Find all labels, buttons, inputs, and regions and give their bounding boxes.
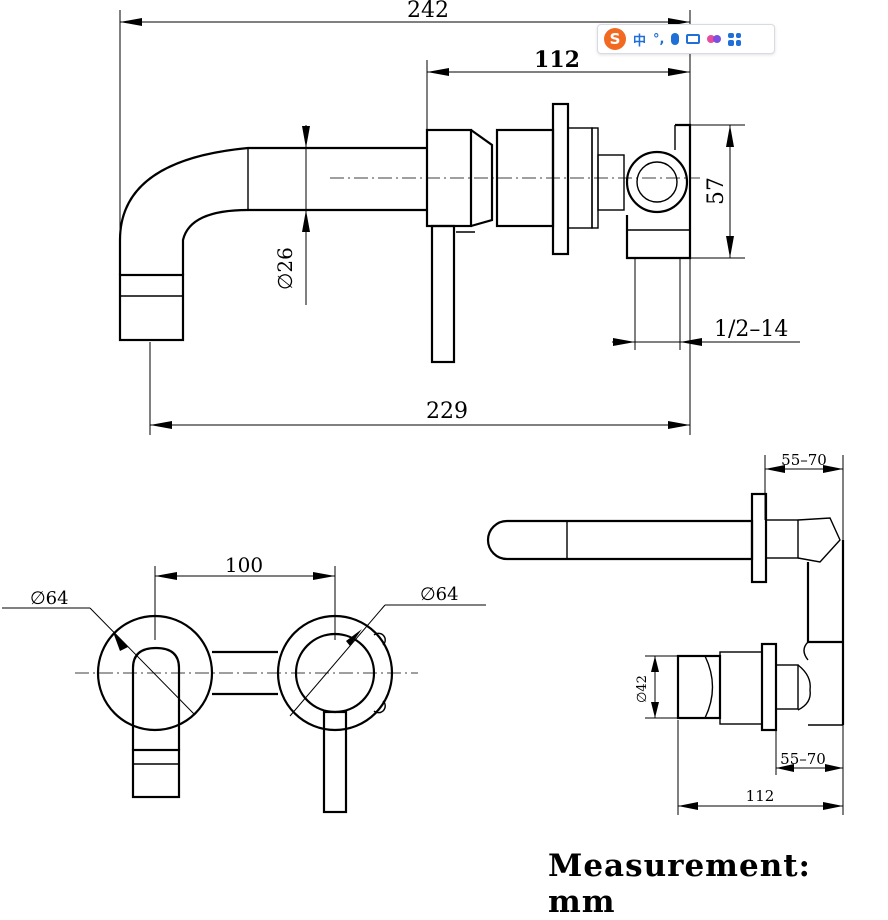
dim-left-plate-diameter: ∅64 — [30, 588, 69, 609]
handle-plate — [276, 614, 394, 732]
dim-right-plate-diameter: ∅64 — [420, 584, 459, 605]
cartridge-inner — [636, 161, 678, 203]
spout-plate — [96, 614, 214, 732]
spout-outline — [118, 146, 427, 275]
side-view: 55–70 ∅42 55–70 — [486, 451, 845, 815]
spout-flange-side — [750, 492, 768, 584]
dim-spout-reach: 229 — [426, 399, 468, 424]
spout-side — [486, 519, 754, 561]
dim-thread: 1/2–14 — [714, 317, 788, 342]
ime-toolbar[interactable]: S 中 °, — [597, 24, 775, 54]
dim-plate-spacing: 100 — [225, 553, 263, 577]
dim-spout-diameter: ∅26 — [273, 247, 297, 290]
punctuation-button[interactable]: °, — [653, 31, 665, 47]
dim-body-depth: 112 — [534, 47, 580, 73]
front-elevation-view: 242 112 ∅26 — [118, 0, 800, 435]
dim-wall-range-bottom: 55–70 — [780, 750, 826, 768]
dim-body-height: 57 — [704, 177, 729, 205]
microphone-icon[interactable] — [671, 33, 680, 45]
spout-front — [131, 646, 181, 750]
keyboard-icon[interactable] — [686, 34, 701, 44]
measurement-unit-label: Measurement: mm — [548, 848, 811, 920]
handle-side — [676, 654, 722, 720]
dim-overall-width: 242 — [407, 0, 449, 23]
wall-flange — [551, 102, 570, 256]
toolbox-grid-icon[interactable] — [728, 32, 742, 46]
dim-wall-range-top: 55–70 — [781, 451, 827, 469]
spout-nozzle — [118, 273, 185, 342]
cartridge-outer — [625, 150, 689, 214]
handle-flange-side — [760, 642, 778, 732]
handle-lever-front — [322, 710, 348, 814]
technical-drawing: 242 112 ∅26 — [2, 0, 845, 815]
chinese-mode-button[interactable]: 中 — [633, 33, 647, 49]
dim-side-depth: 112 — [746, 787, 775, 805]
sogou-logo-icon[interactable]: S — [604, 28, 626, 50]
dim-handle-diameter: ∅42 — [635, 675, 650, 703]
handle-lever — [430, 224, 456, 364]
skin-icon[interactable] — [707, 33, 722, 45]
plate-front-view: 100 ∅64 ∅64 — [2, 553, 486, 814]
body-side — [806, 540, 845, 725]
